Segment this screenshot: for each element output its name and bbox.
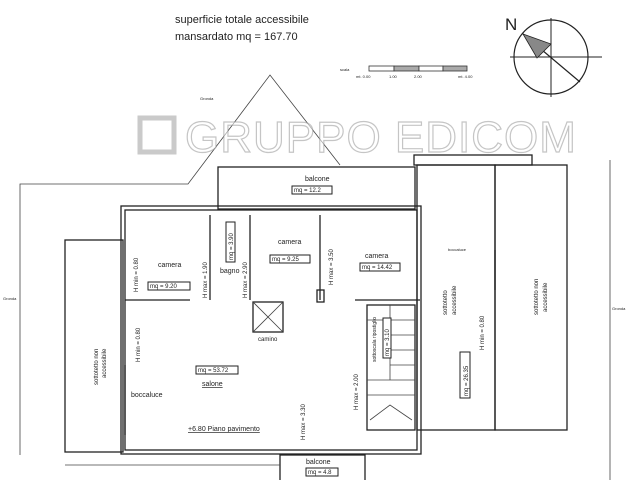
- gronda-label: Gronda: [612, 306, 626, 311]
- sottotetto-acc-line2: accessibile: [452, 285, 458, 315]
- gronda-label: Gronda: [200, 96, 214, 101]
- title-line-1: superficie totale accessibile: [175, 14, 309, 26]
- scale-label: scala: [340, 67, 350, 72]
- sottotetto-left-line1: sottotetto non: [94, 349, 100, 385]
- salone-label: salone: [202, 381, 223, 388]
- title-line-2: mansardato mq = 167.70: [175, 31, 298, 43]
- sottotetto-acc-area: mq = 26.35: [464, 365, 470, 396]
- balcone-top-label: balcone: [305, 176, 330, 183]
- camera-left-height: H min = 0.80: [134, 257, 140, 292]
- sottotetto-right-line1: sottotetto non: [534, 279, 540, 315]
- camera-right-label: camera: [365, 253, 388, 260]
- stair-label: sottoscala ripostiglio: [372, 317, 378, 362]
- sottotetto-right-line2: accessibile: [543, 282, 549, 312]
- camino-label: camino: [258, 337, 278, 343]
- camera-mid-area: mq = 9.25: [272, 257, 300, 263]
- scale-tick: mt. 4.00: [458, 74, 473, 79]
- gronda-label: Gronda: [3, 296, 17, 301]
- sottotetto-left-line2: accessibile: [102, 348, 108, 378]
- north-arrow-icon: N: [505, 15, 602, 97]
- floor-level-label: +6.80 Piano pavimento: [188, 426, 260, 433]
- camera-mid-height-right: H max = 3.50: [329, 248, 335, 285]
- bagno-height: H max = 1.90: [203, 261, 209, 298]
- sottotetto-acc-line1: sottotetto: [443, 290, 449, 315]
- watermark-text: GRUPPO EDICOM: [185, 113, 577, 162]
- stair-height: H max = 2.00: [354, 373, 360, 410]
- scale-tick: mt. 0.00: [356, 74, 371, 79]
- balcone-top-area: mq = 12.2: [294, 188, 322, 194]
- salone-height-right: H max = 3.30: [301, 403, 307, 440]
- camera-mid-label: camera: [278, 239, 301, 246]
- salone-area: mq = 53.72: [198, 368, 229, 374]
- camera-left-area: mq = 9.20: [150, 284, 178, 290]
- bagno-area: mq = 3.90: [229, 232, 235, 260]
- camera-left-label: camera: [158, 262, 181, 269]
- boccaluce-right-label: boccaluce: [448, 247, 467, 252]
- salone-height-left: H min = 0.80: [136, 327, 142, 362]
- scale-tick: 1.00: [389, 74, 398, 79]
- fireplace-icon: [252, 301, 284, 333]
- stair-area: mq = 3.10: [385, 328, 391, 356]
- scale-bar: scala mt. 0.00 1.00 2.00 mt. 4.00: [340, 65, 473, 79]
- scale-tick: 2.00: [414, 74, 423, 79]
- camera-right-area: mq = 14.42: [362, 265, 393, 271]
- camera-mid-height-left: H max = 2.90: [243, 261, 249, 298]
- boccaluce-label: boccaluce: [131, 392, 163, 399]
- bagno-label: bagno: [220, 268, 240, 275]
- watermark: GRUPPO EDICOM: [137, 112, 577, 163]
- balcone-bottom-area: mq = 4.8: [308, 470, 332, 476]
- sottotetto-acc-height: H min = 0.80: [480, 315, 486, 350]
- balcone-bottom-label: balcone: [306, 459, 331, 466]
- north-label: N: [505, 15, 517, 34]
